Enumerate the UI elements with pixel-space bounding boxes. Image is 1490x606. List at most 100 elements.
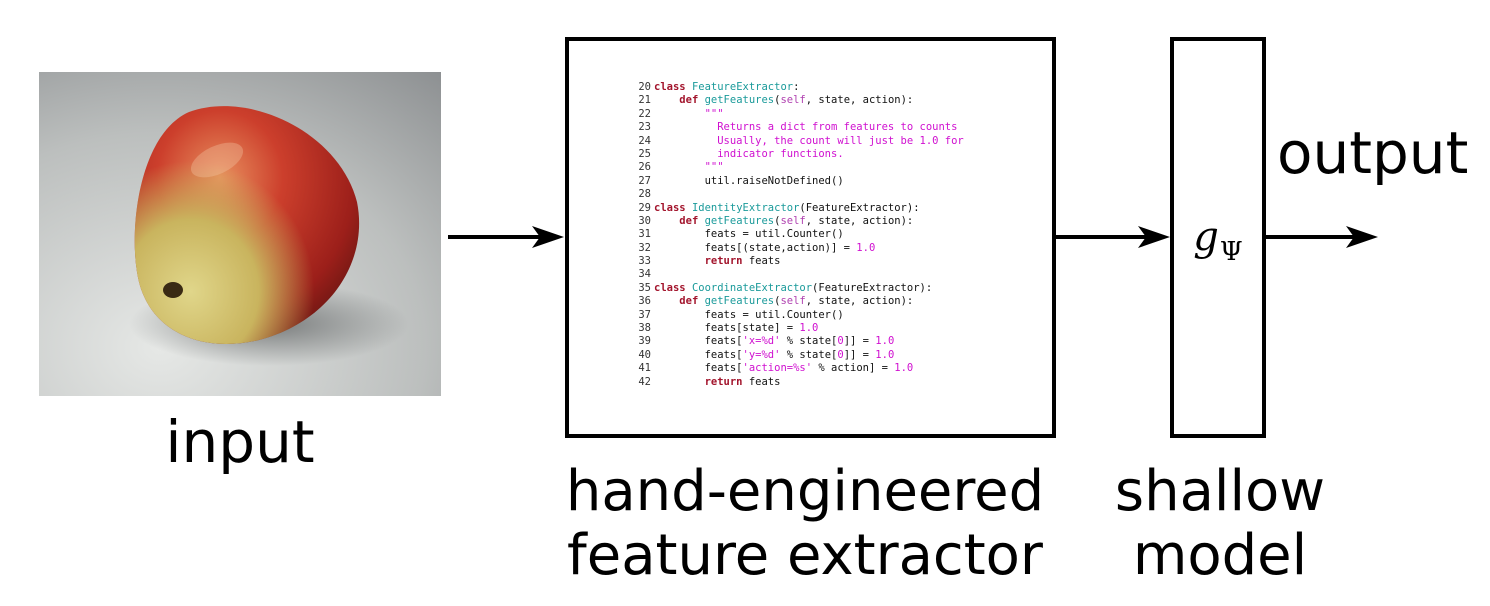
code-line: 22 """: [633, 108, 964, 121]
arrow-model-to-output: [1266, 226, 1378, 248]
arrow-extractor-to-model: [1056, 226, 1170, 248]
code-line: 39 feats['x=%d' % state[0]] = 1.0: [633, 335, 964, 348]
model-label: shallow model: [1080, 459, 1360, 589]
code-line: 34: [633, 268, 964, 281]
code-token: % state[: [780, 335, 838, 348]
code-token: [654, 215, 679, 227]
code-token: util.raiseNotDefined(): [654, 174, 844, 187]
line-number: 40: [638, 348, 651, 361]
model-function-symbol: gΨ: [1174, 217, 1262, 265]
apple-photo: [39, 72, 441, 396]
symbol-subscript: Ψ: [1219, 237, 1243, 267]
code-token: feats[state] =: [654, 322, 800, 335]
code-token: % state[: [780, 348, 838, 361]
apple-image: [39, 72, 441, 396]
code-token: 'x=%d': [742, 335, 781, 348]
code-token: feats[: [654, 335, 743, 348]
code-token: % action] =: [812, 362, 895, 375]
code-line: 37 feats = util.Counter(): [633, 309, 964, 322]
code-token: (: [774, 295, 781, 308]
code-line: 25 indicator functions.: [633, 148, 964, 161]
code-line: 24 Usually, the count will just be 1.0 f…: [633, 134, 963, 148]
code-token: [654, 148, 717, 160]
code-token: feats: [748, 255, 781, 268]
code-line: 23 Returns a dict from features to count…: [633, 121, 964, 134]
line-number: 32: [638, 241, 651, 254]
code-line: 33 return feats: [633, 255, 964, 268]
code-token: class: [654, 81, 692, 93]
line-number: 39: [638, 335, 651, 348]
line-number: 34: [638, 268, 651, 281]
code-token: , state, action):: [805, 295, 914, 308]
code-token: [654, 135, 717, 147]
code-line: 36 def getFeatures(self, state, action):: [633, 295, 964, 308]
code-token: feats: [748, 375, 781, 388]
arrow-input-to-extractor: [448, 226, 564, 248]
code-token: getFeatures: [704, 295, 775, 308]
line-number: 23: [638, 121, 651, 134]
code-token: self: [780, 214, 806, 227]
code-token: def: [679, 295, 705, 308]
line-number: 21: [638, 94, 651, 107]
code-line: 27 util.raiseNotDefined(): [633, 175, 964, 188]
code-token: [654, 94, 679, 106]
code-line: 32 feats[(state,action)] = 1.0: [633, 242, 964, 255]
extractor-label-line1: hand-engineered: [565, 459, 1045, 524]
code-token: feats = util.Counter(): [654, 228, 844, 241]
line-number: 37: [638, 308, 651, 321]
code-token: [654, 376, 705, 388]
code-line: 41 feats['action=%s' % action] = 1.0: [633, 362, 964, 375]
code-token: feats[: [654, 362, 743, 375]
code-token: getFeatures: [704, 94, 775, 107]
code-line: 31 feats = util.Counter(): [633, 228, 964, 241]
code-token: IdentityExtractor: [691, 201, 800, 214]
line-number: 29: [638, 201, 651, 214]
line-number: 38: [638, 322, 651, 335]
code-token: return: [704, 255, 749, 268]
line-number: 25: [638, 147, 651, 160]
code-token: """: [704, 161, 724, 174]
line-number: 24: [638, 134, 651, 147]
code-token: return: [704, 375, 749, 388]
code-token: , state, action):: [805, 94, 914, 107]
input-label: input: [165, 408, 315, 476]
code-token: 'y=%d': [742, 348, 781, 361]
code-token: feats[(state,action)] =: [654, 241, 857, 254]
code-line: 38 feats[state] = 1.0: [633, 322, 964, 335]
line-number: 27: [638, 174, 651, 187]
line-number: 42: [638, 375, 651, 388]
line-number: 36: [638, 295, 651, 308]
code-token: 1.0: [856, 241, 876, 254]
code-token: [654, 161, 705, 173]
line-number: 33: [638, 255, 651, 268]
code-token: 1.0: [875, 348, 895, 361]
line-number: 28: [638, 188, 651, 201]
model-label-line2: model: [1132, 523, 1308, 589]
code-token: """: [704, 107, 724, 120]
code-token: ]] =: [843, 335, 876, 348]
line-number: 30: [638, 214, 651, 227]
code-token: , state, action):: [805, 214, 914, 227]
code-token: (FeatureExtractor):: [799, 201, 920, 214]
code-token: getFeatures: [704, 214, 775, 227]
code-token: self: [780, 94, 806, 107]
code-token: ]] =: [843, 348, 876, 361]
line-number: 20: [638, 81, 651, 93]
code-token: def: [679, 94, 705, 107]
code-token: (FeatureExtractor):: [812, 281, 933, 294]
line-number: 26: [638, 161, 651, 174]
code-token: Returns a dict from features to counts: [717, 121, 958, 134]
code-token: :: [793, 81, 800, 93]
code-token: 1.0: [799, 322, 819, 335]
code-token: 0: [837, 348, 844, 361]
output-label: output: [1277, 119, 1469, 187]
code-token: self: [780, 295, 806, 308]
code-token: [654, 295, 679, 307]
code-token: class: [654, 281, 692, 294]
extractor-label: hand-engineered feature extractor: [520, 459, 1090, 589]
code-token: (: [774, 94, 781, 107]
code-token: class: [654, 201, 692, 214]
